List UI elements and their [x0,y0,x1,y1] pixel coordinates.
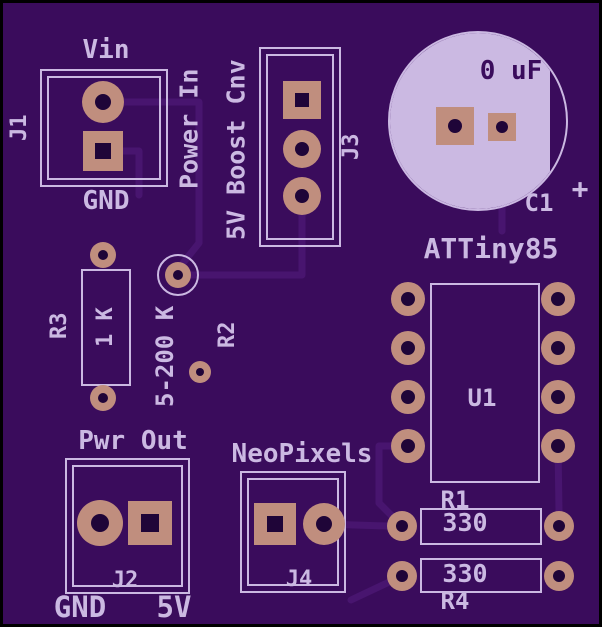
j4-ref-label: J4 [285,567,313,592]
j3-pad-1 [283,81,321,119]
j1-pad-2-hole [95,143,111,159]
j1-vin-label: Vin [82,35,130,65]
j3-pad-2 [283,130,321,168]
r1-ref-label: R1 [440,486,470,514]
j3-pad-3 [283,177,321,215]
r3-value-label: 1 K [93,307,118,347]
j1-pad-1-hole [95,94,111,110]
j2-pad-2-hole [141,514,159,532]
attiny85-label: ATTiny85 [423,232,559,265]
j2-pad-2 [128,501,172,545]
r4-outline [420,558,542,593]
u1-pad-5 [541,429,575,463]
u1-pad-7 [541,331,575,365]
r1-pad-1 [387,511,417,541]
r4-value-label: 330 [442,558,488,588]
u1-pad-7-hole [551,341,565,355]
j2-5v-label: 5V [156,589,192,624]
r1-pad-2 [544,511,574,541]
u1-pad-5-hole [551,439,565,453]
r2-pad-2-hole [196,368,204,376]
u1-pad-8 [541,282,575,316]
c1-pad-2 [488,113,516,141]
u1-pad-3-hole [401,390,415,404]
u1-pad-1 [391,282,425,316]
c1-pad-2-hole [496,121,508,133]
power-in-label: Power In [174,68,204,190]
j1-outline-inner [47,76,161,180]
c1-pad-1-hole [448,119,462,133]
r4-pad-2-hole [553,570,565,582]
u1-pad-8-hole [551,292,565,306]
trace [187,192,306,279]
j4-pad-2-hole [316,516,332,532]
j1-outline [40,69,168,187]
j2-pad-1 [77,500,123,546]
j1-gnd-label: GND [82,186,130,216]
u1-pad-6 [541,380,575,414]
u1-pad-2 [391,331,425,365]
r1-outline [420,508,542,545]
r3-pad-1 [90,242,116,268]
u1-pad-1-hole [401,292,415,306]
j3-pad-2-hole [295,142,309,156]
r2-ref-label: R2 [215,321,240,349]
r1-pad-1-hole [396,520,408,532]
j1-pad-2 [83,131,123,171]
c1-pad-1 [436,107,474,145]
u1-ref-label: U1 [467,384,497,412]
j4-pad-1 [254,503,296,545]
u1-outline [430,283,540,483]
r4-pad-1 [387,561,417,591]
r2-ring [157,254,199,296]
pwr-out-label: Pwr Out [78,426,188,456]
trace [99,98,203,272]
c1-plus-mark: + [571,172,589,205]
c1-value-label: 0 uF [479,56,543,86]
j4-outline [240,471,346,593]
j1-pad-1 [82,81,124,123]
j4-pad-1-hole [267,516,283,532]
j2-gnd-label: GND [53,589,107,624]
neopixels-label: NeoPixels [231,439,373,469]
boost-converter-label: 5V Boost Cnv [221,59,251,241]
u1-pad-6-hole [551,390,565,404]
r3-ref-label: R3 [47,312,72,340]
r3-pad-2 [90,385,116,411]
r2-pad-1-hole [173,270,183,280]
u1-pad-4 [391,429,425,463]
r1-pad-2-hole [553,520,565,532]
r4-pad-2 [544,561,574,591]
j1-ref-label: J1 [7,114,32,142]
r4-pad-1-hole [396,570,408,582]
j3-outline [259,47,341,247]
j3-pad-3-hole [295,189,309,203]
u1-pad-4-hole [401,439,415,453]
j2-outline [65,458,190,594]
j3-outline-inner [266,54,334,240]
c1-ref-label: C1 [524,189,554,217]
r3-pad-1-hole [98,250,108,260]
r1-value-label: 330 [442,507,488,537]
j3-ref-label: J3 [339,133,364,161]
j2-ref-label: J2 [111,568,139,593]
j2-pad-1-hole [91,514,109,532]
j3-pad-1-hole [295,93,309,107]
j4-pad-2 [303,503,345,545]
r4-ref-label: R4 [440,587,470,615]
r2-pad-1 [165,262,191,288]
r3-pad-2-hole [98,393,108,403]
u1-pad-3 [391,380,425,414]
j2-outline-inner [72,465,183,587]
r2-value-label: 5-200 K [151,305,179,407]
r2-pad-2 [189,361,211,383]
u1-pad-2-hole [401,341,415,355]
